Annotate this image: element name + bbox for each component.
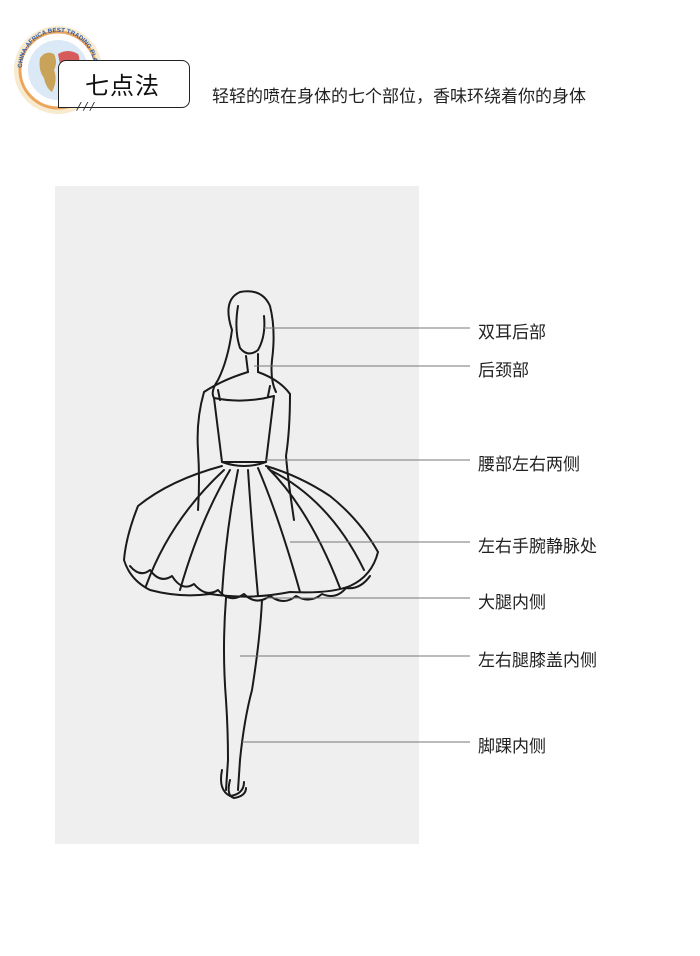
label-inner-ankle: 脚踝内侧 <box>478 737 546 757</box>
bodice <box>213 395 275 463</box>
left-arm <box>196 371 249 511</box>
label-inner-thigh: 大腿内侧 <box>478 593 546 613</box>
skirt-outline <box>123 465 379 598</box>
page-title: 七点法 <box>85 72 160 100</box>
neck <box>245 353 259 373</box>
face <box>235 305 266 355</box>
left-foot <box>220 769 245 797</box>
label-waist-sides: 腰部左右两侧 <box>478 455 580 475</box>
label-back-of-neck: 后颈部 <box>478 361 529 381</box>
label-wrist-veins: 左右手腕静脉处 <box>478 537 597 557</box>
bodice-straps <box>217 385 271 401</box>
label-inner-knees: 左右腿膝盖内侧 <box>478 651 597 671</box>
skirt-ruffles <box>129 565 371 602</box>
right-shoe <box>227 779 247 799</box>
hair-left <box>211 329 233 399</box>
waistband <box>221 461 267 467</box>
title-decoration: /// <box>76 100 96 113</box>
title-frame <box>58 60 190 108</box>
subtitle: 轻轻的喷在身体的七个部位，香味环绕着你的身体 <box>212 87 586 107</box>
hair-outline <box>227 290 277 393</box>
skirt-folds <box>145 467 365 597</box>
figure-panel <box>55 186 419 844</box>
left-leg <box>223 597 229 791</box>
label-behind-ears: 双耳后部 <box>478 323 546 343</box>
right-arm <box>257 371 295 521</box>
right-leg <box>237 599 263 791</box>
